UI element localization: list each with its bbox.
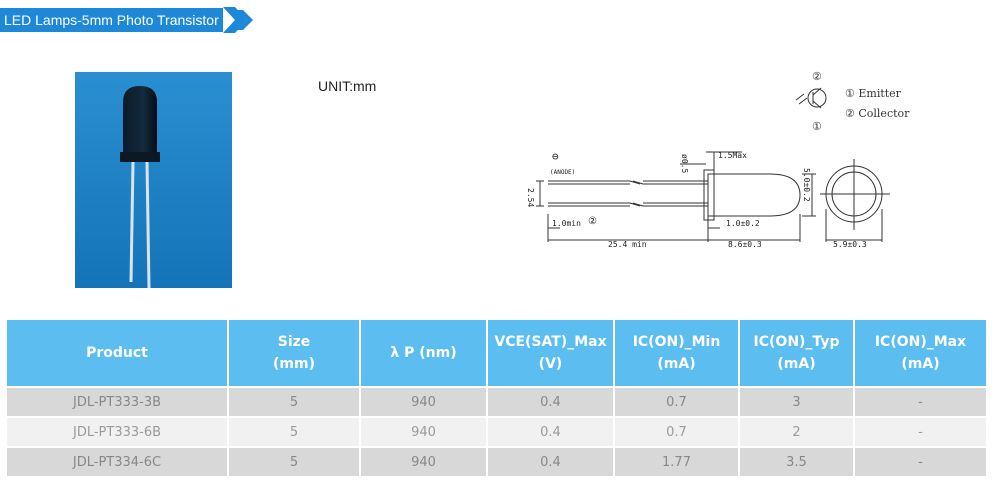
- cell-lambda: 940: [361, 388, 486, 416]
- dim-1-0min: 1.0min: [552, 219, 581, 228]
- cell-product: JDL-PT333-3B: [7, 388, 227, 416]
- cell-size: 5: [229, 418, 359, 446]
- product-photo: [75, 72, 232, 288]
- dim-5-0: 5.0±0.2: [802, 168, 811, 202]
- cell-ic-min: 0.7: [615, 418, 738, 446]
- cell-ic-min: 0.7: [615, 388, 738, 416]
- dim-d0-5: ø0.5: [680, 154, 689, 173]
- dim-5-9: 5.9±0.3: [833, 240, 867, 249]
- pin1-number: ①: [812, 120, 822, 133]
- cell-ic-max: -: [855, 388, 986, 416]
- header-ic-min: IC(ON)_Min(mA): [615, 320, 738, 386]
- table-header-row: Product Size(mm) λ P (nm) VCE(SAT)_Max(V…: [7, 320, 986, 386]
- cell-lambda: 940: [361, 448, 486, 476]
- cell-ic-max: -: [855, 448, 986, 476]
- header-vce: VCE(SAT)_Max(V): [488, 320, 613, 386]
- header-lambda: λ P (nm): [361, 320, 486, 386]
- table-row: JDL-PT333-6B 5 940 0.4 0.7 2 -: [7, 418, 986, 446]
- dim-2-54: 2.54: [526, 188, 535, 207]
- cell-size: 5: [229, 448, 359, 476]
- double-chevron-right-icon: [222, 7, 253, 33]
- spec-table: Product Size(mm) λ P (nm) VCE(SAT)_Max(V…: [5, 318, 988, 478]
- cell-product: JDL-PT333-6B: [7, 418, 227, 446]
- cell-ic-typ: 2: [740, 418, 853, 446]
- dim-1-0: 1.0±0.2: [726, 219, 760, 228]
- section-banner: LED Lamps-5mm Photo Transistor: [0, 7, 255, 33]
- cell-product: JDL-PT334-6C: [7, 448, 227, 476]
- cell-ic-min: 1.77: [615, 448, 738, 476]
- transistor-symbol: [795, 87, 827, 109]
- cell-size: 5: [229, 388, 359, 416]
- cell-ic-max: -: [855, 418, 986, 446]
- dim-25-4min: 25.4 min: [608, 240, 647, 249]
- cell-vce: 0.4: [488, 448, 613, 476]
- cell-vce: 0.4: [488, 388, 613, 416]
- pin-legend: ① Emitter ② Collector: [845, 84, 909, 124]
- header-ic-typ: IC(ON)_Typ(mA): [740, 320, 853, 386]
- cell-vce: 0.4: [488, 418, 613, 446]
- anode-symbol: ⊖: [552, 150, 559, 163]
- dim-8-6: 8.6±0.3: [728, 240, 762, 249]
- header-ic-max: IC(ON)_Max(mA): [855, 320, 986, 386]
- pin2-symbol: ②: [588, 216, 597, 227]
- section-title: LED Lamps-5mm Photo Transistor: [0, 8, 223, 32]
- header-product: Product: [7, 320, 227, 386]
- unit-label: UNIT:mm: [318, 78, 377, 94]
- legend-collector: ② Collector: [845, 107, 910, 120]
- table-row: JDL-PT334-6C 5 940 0.4 1.77 3.5 -: [7, 448, 986, 476]
- header-size: Size(mm): [229, 320, 359, 386]
- table-row: JDL-PT333-3B 5 940 0.4 0.7 3 -: [7, 388, 986, 416]
- anode-label: (ANODE): [550, 169, 575, 176]
- dim-1-5max: 1.5Max: [718, 151, 747, 160]
- pin2-number: ②: [812, 70, 822, 83]
- legend-emitter: ① Emitter: [845, 87, 901, 100]
- cell-lambda: 940: [361, 418, 486, 446]
- cell-ic-typ: 3: [740, 388, 853, 416]
- dimension-drawing: ② ①: [526, 70, 890, 249]
- cell-ic-typ: 3.5: [740, 448, 853, 476]
